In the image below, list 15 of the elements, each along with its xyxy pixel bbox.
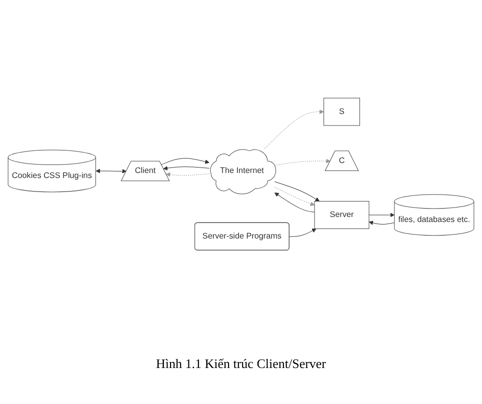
arrow — [163, 166, 210, 170]
arrow — [274, 181, 320, 202]
arrow — [161, 158, 210, 165]
arrow — [289, 228, 316, 237]
arrow — [368, 212, 395, 218]
arrow — [96, 168, 127, 174]
node-box: Server — [314, 200, 370, 229]
arrow — [166, 172, 210, 177]
figure-caption: Hình 1.1 Kiến trúc Client/Server — [154, 356, 328, 372]
arrow — [368, 220, 395, 225]
arrow — [274, 186, 315, 206]
arrow — [264, 109, 324, 149]
arrow — [274, 192, 315, 212]
arrow — [274, 158, 331, 166]
node-box: S — [324, 98, 360, 126]
